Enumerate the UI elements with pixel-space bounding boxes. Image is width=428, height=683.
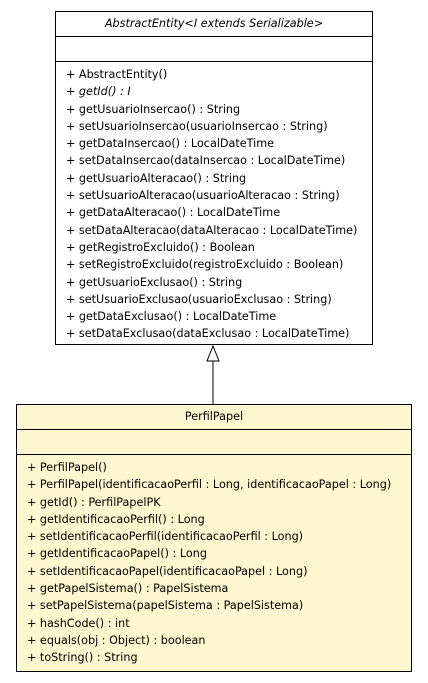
operation-item: + getUsuarioExclusao() : String [66, 275, 243, 289]
operation-item: + getIdentificacaoPerfil() : Long [27, 512, 205, 526]
operation-item: + getId() : I [66, 85, 131, 99]
operation-item: + PerfilPapel() [27, 461, 107, 474]
generalization-arrowhead [206, 344, 220, 362]
operation-item: + setUsuarioInsercao(usuarioInsercao : S… [66, 119, 328, 133]
operation-item: + getDataExclusao() : LocalDateTime [66, 310, 277, 324]
abstract-entity-class-name: AbstractEntity<I extends Serializable> [56, 12, 372, 37]
operation-item: + setRegistroExcluido(registroExcluido :… [66, 258, 344, 272]
perfil-papel-attributes-compartment [17, 430, 411, 455]
abstract-entity-class[interactable]: AbstractEntity<I extends Serializable> +… [55, 11, 373, 345]
operation-item: + PerfilPapel(identificacaoPerfil : Long… [27, 478, 392, 492]
operation-item: + setIdentificacaoPerfil(identificacaoPe… [27, 530, 304, 544]
perfil-papel-class[interactable]: PerfilPapel + PerfilPapel()+ PerfilPapel… [16, 404, 412, 672]
operation-item: + setDataInsercao(dataInsercao : LocalDa… [66, 154, 346, 168]
perfil-papel-class-name: PerfilPapel [17, 405, 411, 430]
operation-item: + setDataAlteracao(dataAlteracao : Local… [66, 223, 358, 237]
operation-item: + getId() : PerfilPapelPK [27, 495, 161, 509]
operation-item: + getRegistroExcluido() : Boolean [66, 240, 255, 254]
abstract-entity-attributes-compartment [56, 37, 372, 62]
perfil-papel-operations-compartment: + PerfilPapel() + PerfilPapel(identificac… [17, 455, 411, 667]
operation-item: + setUsuarioExclusao(usuarioExclusao : S… [66, 292, 332, 306]
operation-item: + setUsuarioAlteracao(usuarioAlteracao :… [66, 189, 340, 203]
operation-item: + setDataExclusao(dataExclusao : LocalDa… [66, 327, 350, 341]
operation-item: + setIdentificacaoPapel(identificacaoPap… [27, 564, 308, 578]
operation-item: + setPapelSistema(papelSistema : PapelSi… [27, 599, 304, 613]
operation-item: + getIdentificacaoPapel() : Long [27, 547, 207, 561]
operation-item: + getDataAlteracao() : LocalDateTime [66, 206, 281, 220]
operation-item: + toString() : String [27, 651, 138, 665]
operation-item: + getUsuarioInsercao() : String [66, 102, 241, 116]
operation-item: + hashCode() : int [27, 616, 130, 630]
operation-item: + getDataInsercao() : LocalDateTime [66, 137, 275, 151]
operation-item: + equals(obj : Object) : boolean [27, 633, 206, 647]
abstract-entity-operations-compartment: + AbstractEntity() + getId() : I + getUsua… [56, 62, 372, 343]
operation-item: + AbstractEntity() [66, 68, 168, 81]
operation-item: + getPapelSistema() : PapelSistema [27, 582, 229, 596]
operation-item: + getUsuarioAlteracao() : String [66, 171, 247, 185]
